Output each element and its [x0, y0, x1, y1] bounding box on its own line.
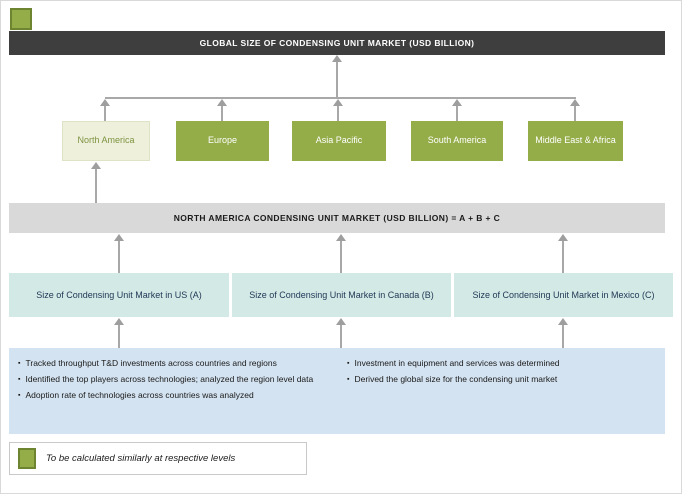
bullet-item: ▪ Investment in equipment and services w… [345, 357, 663, 370]
bullet-text: Investment in equipment and services was… [354, 358, 560, 368]
bullet-item: ▪ Adoption rate of technologies across c… [16, 389, 334, 402]
connector-line [95, 169, 97, 203]
bullet-icon: ▪ [18, 392, 21, 400]
bullet-icon: ▪ [18, 376, 21, 384]
green-square-icon [18, 448, 36, 469]
connector-line [562, 241, 564, 273]
connector-line [574, 106, 576, 121]
bullet-icon: ▪ [347, 376, 350, 384]
bullet-text: Identified the top players across techno… [25, 374, 314, 385]
connector-line [336, 62, 338, 98]
bullet-item: ▪ Derived the global size for the conden… [345, 373, 663, 386]
connector-line [118, 325, 120, 348]
region-box-asia-pacific: Asia Pacific [292, 121, 386, 161]
region-box-south-america: South America [411, 121, 503, 161]
bullet-icon: ▪ [347, 360, 350, 367]
bullet-icon: ▪ [18, 360, 21, 367]
methodology-left-column: ▪ Tracked throughput T&D investments acr… [16, 357, 334, 406]
region-box-europe: Europe [176, 121, 269, 161]
arrow-up-icon [570, 99, 580, 106]
connector-line [105, 97, 576, 99]
connector-line [104, 106, 106, 121]
region-box-north-america: North America [62, 121, 150, 161]
bullet-text: Tracked throughput T&D investments acros… [25, 358, 277, 368]
connector-line [337, 106, 339, 121]
arrow-up-icon [558, 234, 568, 241]
connector-line [456, 106, 458, 121]
bullet-item: ▪ Tracked throughput T&D investments acr… [16, 357, 334, 370]
arrow-up-icon [336, 234, 346, 241]
legend-label: To be calculated similarly at respective… [46, 453, 236, 464]
methodology-box: ▪ Tracked throughput T&D investments acr… [9, 348, 665, 434]
arrow-up-icon [332, 55, 342, 62]
bullet-item: ▪ Identified the top players across tech… [16, 373, 334, 386]
legend: To be calculated similarly at respective… [9, 442, 307, 475]
arrow-up-icon [558, 318, 568, 325]
arrow-up-icon [452, 99, 462, 106]
north-america-market-bar: NORTH AMERICA CONDENSING UNIT MARKET (US… [9, 203, 665, 233]
connector-line [340, 325, 342, 348]
arrow-up-icon [91, 162, 101, 169]
arrow-up-icon [333, 99, 343, 106]
country-box-us: Size of Condensing Unit Market in US (A) [9, 273, 229, 317]
connector-line [340, 241, 342, 273]
arrow-up-icon [217, 99, 227, 106]
arrow-up-icon [114, 318, 124, 325]
bullet-text: Derived the global size for the condensi… [354, 374, 558, 385]
methodology-right-column: ▪ Investment in equipment and services w… [345, 357, 663, 389]
calculation-marker-icon [10, 8, 32, 30]
global-market-bar: GLOBAL SIZE OF CONDENSING UNIT MARKET (U… [9, 31, 665, 55]
arrow-up-icon [114, 234, 124, 241]
connector-line [118, 241, 120, 273]
region-box-middle-east-africa: Middle East & Africa [528, 121, 623, 161]
connector-line [221, 106, 223, 121]
bullet-text: Adoption rate of technologies across cou… [25, 390, 254, 401]
arrow-up-icon [100, 99, 110, 106]
connector-line [562, 325, 564, 348]
country-box-canada: Size of Condensing Unit Market in Canada… [232, 273, 451, 317]
arrow-up-icon [336, 318, 346, 325]
country-box-mexico: Size of Condensing Unit Market in Mexico… [454, 273, 673, 317]
